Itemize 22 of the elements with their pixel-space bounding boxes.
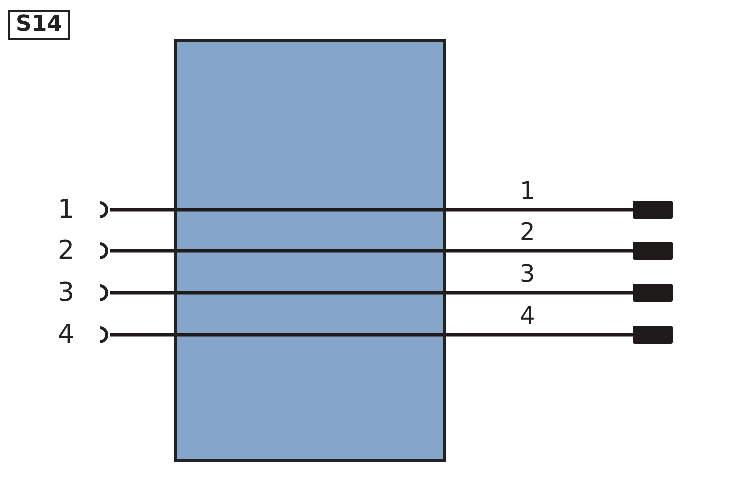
wire-line: [446, 208, 633, 212]
wire-line: [110, 208, 174, 212]
wire-line: [446, 333, 633, 337]
wire-line: [446, 249, 633, 253]
pin-number: 4: [58, 320, 75, 350]
wire-ferrule: [633, 284, 673, 302]
wire-line: [110, 333, 174, 337]
diagram-title: S14: [8, 10, 70, 40]
wire-line: [110, 291, 174, 295]
socket-symbol: [98, 284, 110, 302]
pin-number: 3: [58, 278, 75, 308]
pin-number: 2: [58, 236, 75, 266]
socket-symbol: [98, 242, 110, 260]
wire-ferrule: [633, 326, 673, 344]
pin-number: 1: [58, 195, 75, 225]
wire-ferrule: [633, 201, 673, 219]
wire-line: [110, 249, 174, 253]
socket-symbol: [98, 201, 110, 219]
socket-symbol: [98, 326, 110, 344]
wire-line: [446, 291, 633, 295]
housing-drawing: [174, 39, 446, 462]
wire-ferrule: [633, 242, 673, 260]
